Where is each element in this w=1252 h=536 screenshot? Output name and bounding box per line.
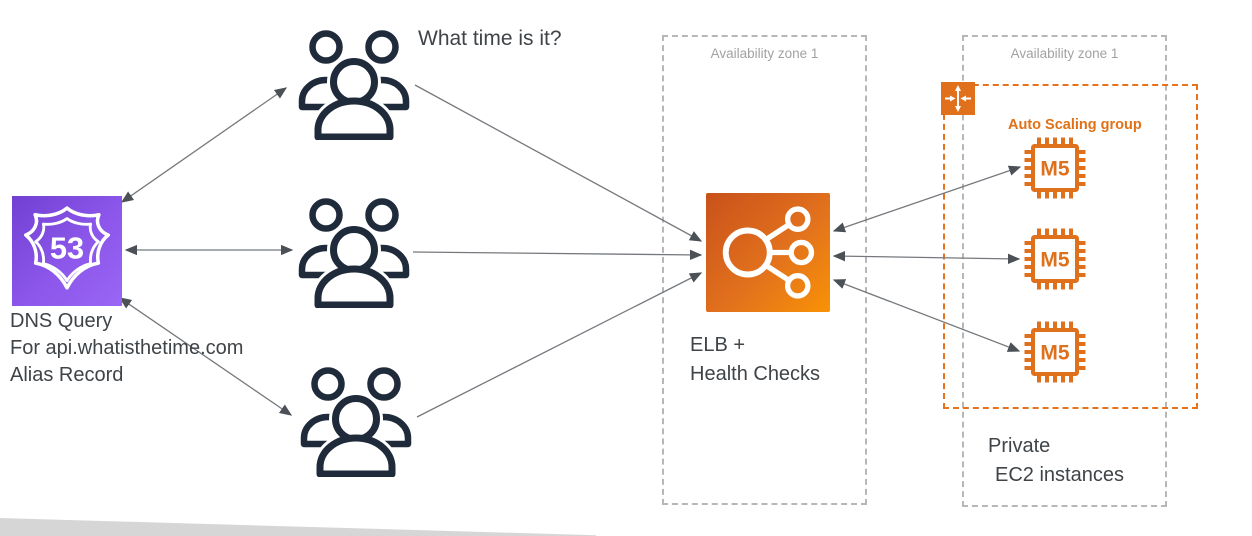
availability-zone-left-label: Availability zone 1 [710,46,819,61]
availability-zone-right-box: Availability zone 1 [962,35,1167,507]
arrow-users-bottom-elb [416,272,703,418]
m5-instance-icon-3: M5 [1023,320,1087,384]
m5-instance-icon-2: M5 [1023,227,1087,291]
arrow-elb-instance-2 [832,250,1021,265]
availability-zone-right-label: Availability zone 1 [1010,46,1119,61]
private-ec2-caption: Private EC2 instances [988,432,1124,490]
route53-icon-number: 53 [50,231,84,266]
arrow-elb-instance-1 [832,165,1022,233]
route53-caption-line3: Alias Record [10,364,124,386]
arrow-route53-users-bottom [118,297,293,416]
auto-scaling-group-label: Auto Scaling group [1008,117,1142,133]
route53-caption: DNS Query For api.whatisthetime.com Alia… [10,308,243,389]
route53-icon: 53 [12,196,122,306]
elb-caption-line1: ELB + [690,334,746,356]
m5-instance-label-3: M5 [1040,342,1069,365]
private-ec2-caption-line2: EC2 instances [995,464,1124,486]
arrow-elb-instance-3 [832,279,1021,352]
arrow-route53-users-top [120,87,288,203]
arrow-users-top-elb [414,84,703,242]
auto-scaling-icon [941,82,975,115]
auto-scaling-group-box [943,84,1198,409]
m5-instance-label-1: M5 [1040,158,1069,181]
elb-caption: ELB + Health Checks [690,331,820,389]
m5-instance-icon-1: M5 [1023,136,1087,200]
private-ec2-caption-line1: Private [988,435,1051,457]
route53-caption-line2: For api.whatisthetime.com [10,337,244,359]
availability-zone-left-box: Availability zone 1 [662,35,867,505]
users-icon-bottom [297,362,415,477]
route53-caption-line1: DNS Query [10,310,113,332]
elb-icon [706,193,830,312]
users-icon-middle [295,193,413,308]
arrow-users-middle-elb [412,249,703,261]
m5-instance-label-2: M5 [1040,249,1069,272]
users-icon-top [295,25,413,140]
elb-caption-line2: Health Checks [690,363,821,385]
question-text: What time is it? [418,27,562,50]
